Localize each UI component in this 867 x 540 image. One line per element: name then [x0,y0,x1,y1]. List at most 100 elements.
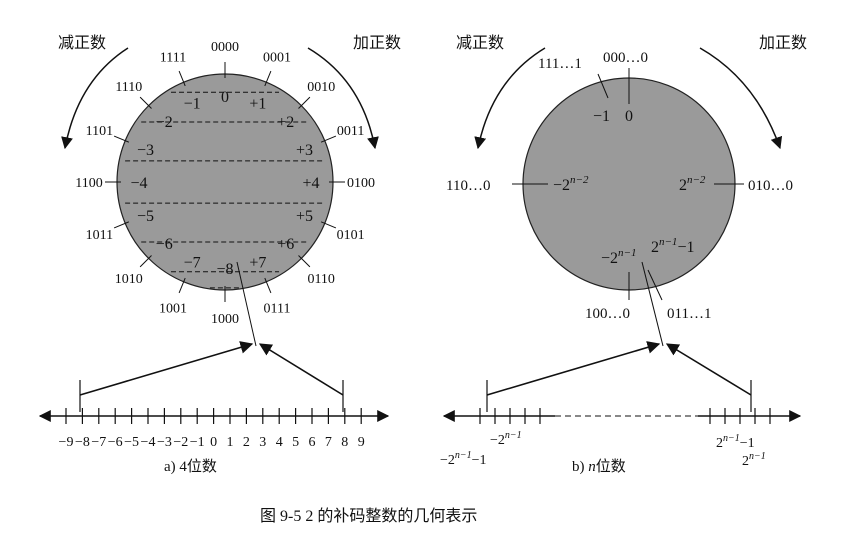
left-code-label: 0110 [307,272,334,287]
right-value-minus-one: −1 [593,108,610,125]
left-code-leader [178,70,186,87]
right-leader-top-left [597,73,609,99]
right-subcaption-prefix: b) [572,459,588,475]
right-line-left-bottom-suffix: −1 [472,453,487,468]
left-value-label: −7 [184,255,201,272]
right-line-right-bottom-base: 2 [742,454,749,469]
right-decrease-label: 减正数 [456,34,504,52]
left-decrease-label: 减正数 [58,34,106,52]
left-value-label: −2 [156,114,173,131]
left-axis-tick-label: −3 [157,435,172,450]
right-map-pointer [641,261,664,347]
left-value-label: +4 [302,175,319,192]
left-value-label: −5 [137,208,154,225]
left-value-label: −8 [216,261,233,278]
right-line-right-bottom: 2n−1 [742,451,766,469]
left-axis-tick-label: 0 [210,435,217,450]
right-line-left-top-exp: n−1 [505,430,522,441]
right-value-bottom-left-exp: n−1 [618,247,636,259]
right-line-left-top-base: −2 [490,433,505,448]
right-decrease-arrow [474,47,546,150]
left-code-label: 0001 [263,50,291,65]
left-map-arrow-left [79,341,254,396]
left-code-leader [139,255,152,268]
left-value-label: +2 [277,114,294,131]
left-axis-tick-label: −2 [173,435,188,450]
right-diagram: 减正数 加正数 111…1 000…0 110…0 010…0 100…0 01… [446,34,807,322]
right-axis-ticks [479,408,771,424]
left-code-label: 0111 [264,302,291,317]
right-value-right-exp: n−2 [687,174,706,186]
left-value-label: +6 [277,236,294,253]
left-axis-tick-label: 8 [341,435,348,450]
left-axis-tick-label: 1 [227,435,234,450]
left-code-label: 1010 [115,272,143,287]
left-value-label: 0 [221,89,229,106]
left-increase-label: 加正数 [353,34,401,52]
right-line-right-top: 2n−1−1 [716,433,755,451]
left-code-label: 1110 [115,80,142,95]
left-value-label: +7 [249,255,266,272]
right-leader-bottom-right [647,269,663,301]
right-line-left-bottom: −2n−1−1 [440,450,487,468]
left-code-label: 1101 [86,124,113,139]
right-code-bottom-left: 100…0 [585,306,630,322]
left-code-leader [320,221,337,229]
left-map-pointer [236,261,257,347]
right-subcaption-var: n [588,459,596,475]
left-code-leader [113,135,130,143]
left-axis-tick-label: 6 [309,435,316,450]
left-axis-tick-label: −7 [91,435,106,450]
right-code-left: 110…0 [446,178,490,194]
right-subcaption: b) n位数 [572,458,626,475]
right-line-right-top-suffix: −1 [740,436,755,451]
right-value-bottom-right-base: 2 [651,239,659,256]
left-code-label: 0100 [347,176,375,191]
left-axis-tick-label: −9 [59,435,74,450]
left-code-label: 1000 [211,312,239,327]
left-code-label: 0010 [307,80,335,95]
left-code-label: 1111 [160,50,186,65]
left-value-label: −4 [130,175,147,192]
right-line-right-top-exp: n−1 [723,433,740,444]
left-code-leader [264,277,272,294]
left-subcaption: a) 4位数 [164,458,217,475]
left-axis-tick-label: −8 [75,435,90,450]
left-circle-labels: 000000001+10010+20011+30100+40101+50110+… [75,40,375,327]
left-code-leader [264,70,272,87]
right-code-right: 010…0 [748,178,793,194]
right-value-right-base: 2 [679,177,687,194]
left-axis-tick-label: 5 [292,435,299,450]
right-value-bottom-right-suffix: −1 [677,239,694,256]
left-value-label: −3 [137,142,154,159]
left-map-arrow-right [258,343,344,396]
right-code-top-left: 111…1 [538,56,582,72]
right-map-arrow-left [486,341,661,396]
left-axis-tick-label: 4 [276,435,283,450]
left-value-label: +5 [296,208,313,225]
right-code-bottom-right: 011…1 [667,306,711,322]
left-code-label: 1011 [86,228,113,243]
left-code-label: 1100 [75,176,102,191]
left-code-leader [113,221,130,229]
left-code-label: 0000 [211,40,239,55]
left-code-leader [139,96,152,109]
left-axis-ticks [65,408,362,424]
left-code-leader [298,255,311,268]
right-value-bottom-right-exp: n−1 [659,236,677,248]
left-value-label: −1 [184,96,201,113]
right-value-left: −2n−2 [553,174,589,194]
left-dashed-chords [125,91,325,289]
left-axis-tick-label: 3 [259,435,266,450]
right-value-bottom-left: −2n−1 [601,247,636,267]
right-subcaption-suffix: 位数 [596,458,626,475]
right-value-bottom-left-base: −2 [601,250,618,267]
left-axis-tick-label: −5 [124,435,139,450]
left-axis-tick-label: −6 [108,435,123,450]
left-code-label: 0011 [337,124,364,139]
left-code-label: 0101 [337,228,365,243]
right-number-line: −2n−1 −2n−1−1 2n−1−1 2n−1 b) n位数 [440,261,802,475]
